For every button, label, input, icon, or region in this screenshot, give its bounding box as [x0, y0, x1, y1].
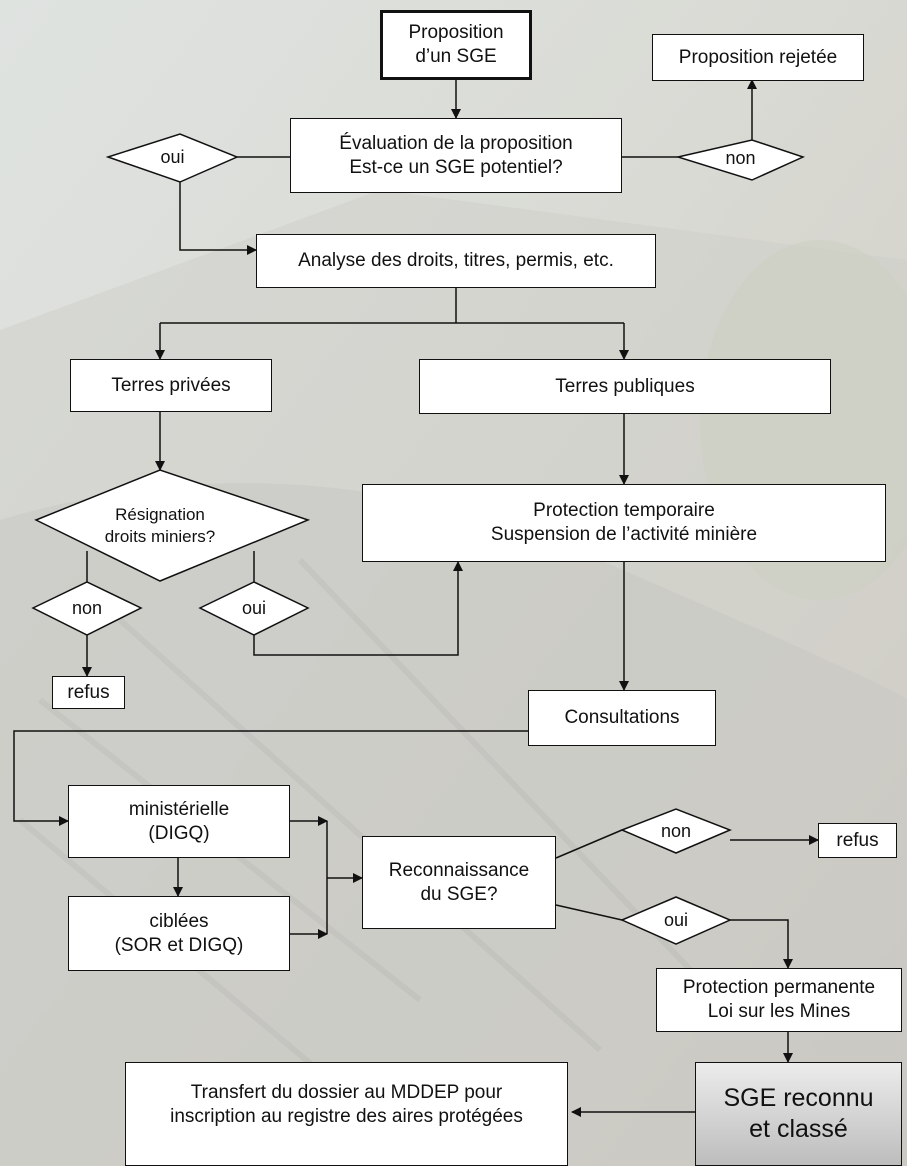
box-refus-right: refus — [818, 823, 897, 858]
box-proposition-rejetee: Proposition rejetée — [652, 34, 864, 81]
box-protection-temporaire: Protection temporaire Suspension de l’ac… — [362, 484, 886, 562]
box-transfert: Transfert du dossier au MDDEP pour inscr… — [125, 1062, 568, 1166]
arrow-consultations-ministerielle — [13, 730, 528, 826]
box-sge-reconnu: SGE reconnu et classé — [695, 1062, 902, 1166]
arrow-oui-protection — [253, 561, 463, 656]
box-ciblees: ciblées (SOR et DIGQ) — [68, 896, 290, 971]
decision-oui-top — [105, 133, 239, 183]
line-reconnaissance-oui — [555, 904, 623, 921]
decision-non-right — [620, 808, 732, 854]
label-non-right: non — [660, 820, 692, 841]
box-protection-permanente: Protection permanente Loi sur les Mines — [656, 968, 902, 1032]
label-oui-right: oui — [663, 909, 689, 930]
arrow-split-privees — [160, 322, 624, 359]
box-terres-publiques: Terres publiques — [419, 359, 831, 414]
box-proposition: Proposition d’un SGE — [380, 10, 532, 80]
arrow-oui-analyse — [179, 182, 257, 255]
label-non-top: non — [725, 147, 756, 168]
decision-oui-left — [198, 581, 310, 636]
box-evaluation: Évaluation de la proposition Est-ce un S… — [290, 118, 622, 193]
decision-non-left — [31, 581, 143, 636]
box-ministerielle: ministérielle (DIGQ) — [68, 785, 290, 858]
line-reconnaissance-non — [555, 829, 623, 859]
box-refus-left: refus — [52, 676, 125, 709]
box-reconnaissance: Reconnaissance du SGE? — [362, 836, 556, 929]
box-terres-privees: Terres privées — [70, 359, 272, 412]
label-oui-top: oui — [160, 146, 185, 167]
box-analyse: Analyse des droits, titres, permis, etc. — [256, 234, 656, 288]
arrow-oui-permanente — [730, 919, 793, 969]
box-consultations: Consultations — [528, 690, 716, 746]
decision-oui-right — [620, 896, 732, 945]
label-non-left: non — [71, 597, 103, 618]
label-oui-left: oui — [241, 597, 267, 618]
label-resignation: Résignation droits miniers? — [104, 505, 216, 546]
decision-non-top — [675, 139, 806, 181]
decision-resignation — [34, 469, 311, 582]
